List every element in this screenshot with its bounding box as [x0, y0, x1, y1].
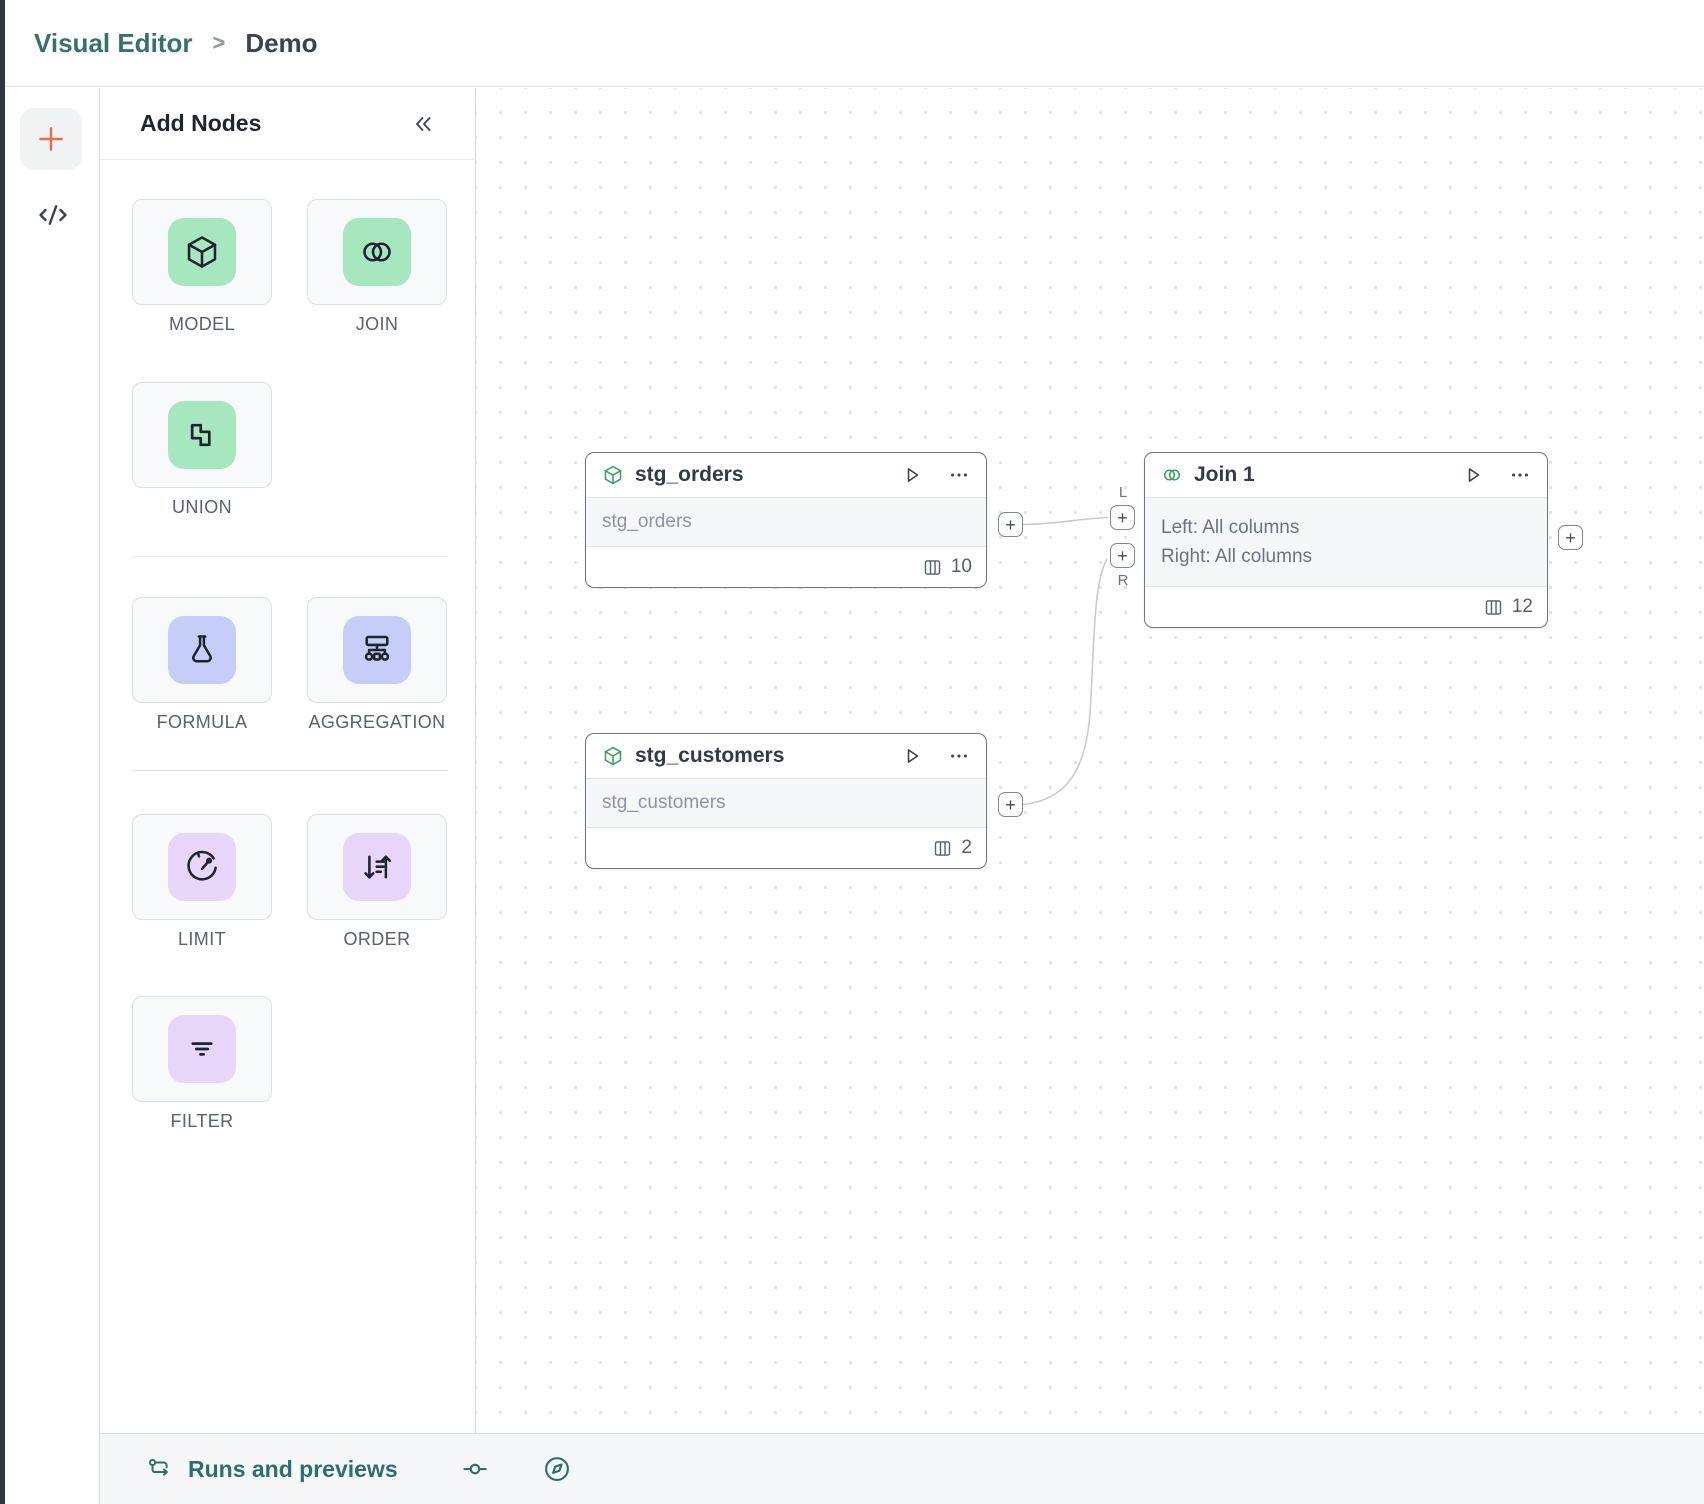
port-stg-orders-output[interactable]: + — [998, 512, 1023, 537]
model-cube-icon — [602, 745, 624, 767]
add-nodes-panel: Add Nodes MODEL JOIN — [100, 88, 476, 1433]
node-title: stg_customers — [635, 744, 785, 767]
port-join-output[interactable]: + — [1558, 525, 1583, 550]
join-right-columns: Right: All columns — [1161, 545, 1313, 567]
port-stg-customers-output[interactable]: + — [998, 792, 1023, 817]
cube-icon — [168, 218, 236, 286]
panel-divider — [132, 556, 448, 557]
more-menu-icon[interactable] — [1509, 464, 1531, 486]
node-footer: 10 — [586, 547, 986, 587]
palette-card-model[interactable] — [132, 199, 272, 305]
palette-label-filter: FILTER — [170, 1111, 234, 1131]
left-toolbar — [5, 88, 100, 1504]
venn-icon — [343, 218, 411, 286]
node-header: Join 1 — [1145, 453, 1547, 498]
palette-card-join[interactable] — [307, 199, 447, 305]
palette-label-union: UNION — [172, 497, 232, 517]
bottom-status-bar: Runs and previews — [100, 1433, 1704, 1504]
node-header: stg_orders — [586, 453, 986, 498]
node-footer: 2 — [586, 828, 986, 868]
flow-canvas[interactable]: stg_orders stg_orders — [476, 88, 1704, 1433]
palette-label-limit: LIMIT — [177, 929, 226, 949]
palette-label-formula: FORMULA — [156, 712, 248, 732]
port-join-left-input[interactable]: + — [1110, 505, 1135, 530]
node-subtitle: stg_orders — [586, 498, 986, 547]
palette-label-aggregation: AGGREGATION — [308, 712, 446, 732]
palette-card-order[interactable] — [307, 814, 447, 920]
palette-label-join: JOIN — [355, 314, 399, 334]
code-icon — [33, 200, 73, 230]
plus-icon — [34, 122, 68, 156]
port-join-right-input[interactable]: + — [1110, 543, 1135, 568]
palette-label-model: MODEL — [168, 314, 235, 334]
code-view-button[interactable] — [33, 200, 73, 230]
node-title: stg_orders — [635, 463, 744, 486]
join-left-columns: Left: All columns — [1161, 516, 1300, 538]
left-accent-bar — [0, 0, 5, 1504]
join-right-port-label: R — [1117, 572, 1129, 589]
node-subtitle: stg_customers — [586, 779, 986, 828]
model-cube-icon — [602, 464, 624, 486]
panel-divider — [132, 770, 448, 771]
add-node-button[interactable] — [20, 108, 82, 170]
git-commit-icon[interactable] — [460, 1454, 490, 1484]
sort-icon — [343, 833, 411, 901]
node-title: Join 1 — [1194, 463, 1255, 486]
palette-card-limit[interactable] — [132, 814, 272, 920]
join-venn-icon — [1161, 464, 1183, 486]
palette-label-order: ORDER — [343, 929, 411, 949]
gauge-icon — [168, 833, 236, 901]
palette-card-union[interactable] — [132, 382, 272, 488]
breadcrumb: Visual Editor > Demo — [5, 0, 1704, 87]
more-menu-icon[interactable] — [948, 745, 970, 767]
panel-title: Add Nodes — [140, 110, 262, 136]
node-join-1[interactable]: Join 1 Left: All columns Right: All colu… — [1144, 452, 1548, 628]
columns-icon — [922, 557, 943, 578]
runs-and-previews-button[interactable]: Runs and previews — [146, 1455, 398, 1483]
node-footer: 12 — [1145, 587, 1547, 627]
runs-route-icon — [146, 1455, 174, 1483]
breadcrumb-app-title[interactable]: Visual Editor — [34, 27, 193, 58]
node-header: stg_customers — [586, 734, 986, 779]
node-stg-orders[interactable]: stg_orders stg_orders — [585, 452, 987, 588]
column-count: 10 — [950, 556, 972, 577]
compass-icon[interactable] — [542, 1454, 572, 1484]
breadcrumb-page-title: Demo — [245, 27, 318, 58]
palette-card-formula[interactable] — [132, 597, 272, 703]
more-menu-icon[interactable] — [948, 464, 970, 486]
join-left-port-label: L — [1118, 484, 1128, 501]
palette-card-filter[interactable] — [132, 996, 272, 1102]
run-node-button[interactable] — [901, 464, 923, 486]
hierarchy-icon — [343, 616, 411, 684]
filter-lines-icon — [168, 1015, 236, 1083]
palette-card-aggregation[interactable] — [307, 597, 447, 703]
add-nodes-panel-header: Add Nodes — [100, 88, 475, 160]
run-node-button[interactable] — [1462, 464, 1484, 486]
run-node-button[interactable] — [901, 745, 923, 767]
flask-icon — [168, 616, 236, 684]
column-count: 2 — [961, 837, 972, 858]
runs-and-previews-label: Runs and previews — [188, 1455, 398, 1482]
join-config-summary: Left: All columns Right: All columns — [1145, 498, 1547, 587]
columns-icon — [1483, 597, 1504, 618]
union-icon — [168, 401, 236, 469]
collapse-panel-button[interactable] — [411, 112, 435, 136]
columns-icon — [932, 838, 953, 859]
breadcrumb-separator: > — [212, 30, 226, 55]
column-count: 12 — [1511, 596, 1533, 617]
node-stg-customers[interactable]: stg_customers stg_customers — [585, 733, 987, 869]
